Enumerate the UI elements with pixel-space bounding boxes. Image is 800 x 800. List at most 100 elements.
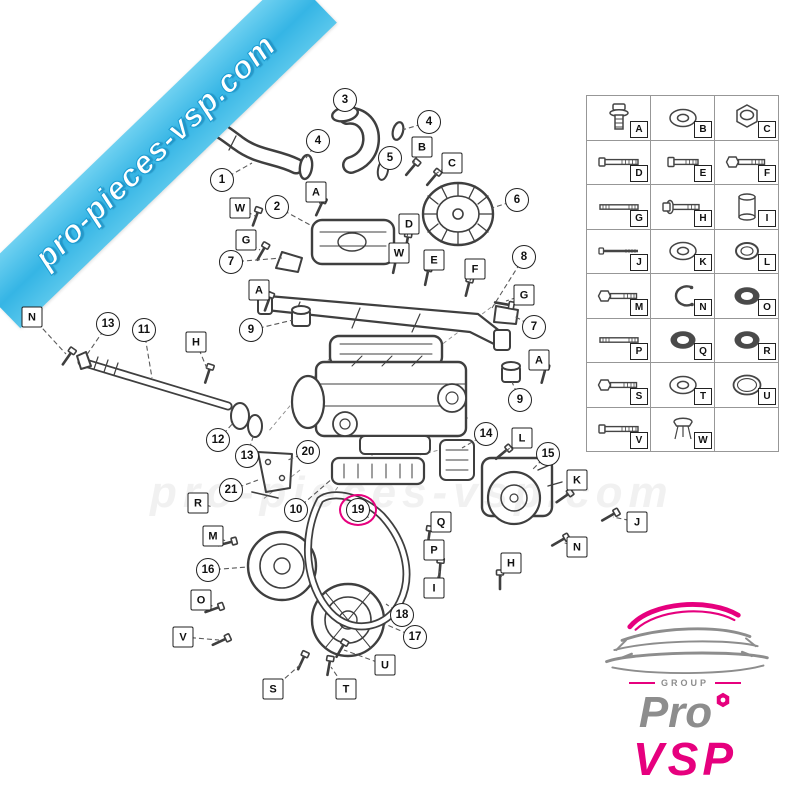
legend-label-T: T — [694, 387, 712, 405]
hardware-callout-J[interactable]: J — [626, 511, 648, 533]
group-line-left — [628, 682, 655, 685]
part-callout-20[interactable]: 20 — [296, 440, 320, 464]
nut-icon — [723, 102, 771, 134]
legend-label-G: G — [630, 209, 648, 227]
legend-cell-L: L — [715, 229, 779, 274]
hardware-callout-V[interactable]: V — [172, 626, 194, 648]
part-callout-7[interactable]: 7 — [522, 315, 546, 339]
part-callout-1[interactable]: 1 — [210, 168, 234, 192]
hardware-callout-H[interactable]: H — [500, 552, 522, 574]
legend-cell-D: D — [587, 140, 651, 185]
legend-cell-I: I — [715, 185, 779, 230]
hardware-callout-G[interactable]: G — [235, 229, 257, 251]
hardware-callout-N[interactable]: N — [566, 536, 588, 558]
car-sketch-icon — [605, 602, 769, 675]
legend-label-I: I — [758, 209, 776, 227]
part-callout-18[interactable]: 18 — [390, 603, 414, 627]
hardware-callout-C[interactable]: C — [441, 152, 463, 174]
legend-cell-B: B — [651, 96, 715, 141]
legend-cell-J: J — [587, 229, 651, 274]
part-callout-21[interactable]: 21 — [219, 478, 243, 502]
group-row: GROUP — [590, 678, 780, 688]
hardware-callout-W[interactable]: W — [229, 197, 251, 219]
part-callout-13[interactable]: 13 — [235, 444, 259, 468]
hardware-callout-E[interactable]: E — [423, 249, 445, 271]
legend-label-H: H — [694, 209, 712, 227]
hardware-callout-O[interactable]: O — [190, 589, 212, 611]
hardware-callout-B[interactable]: B — [411, 136, 433, 158]
hardware-callout-A[interactable]: A — [305, 181, 327, 203]
hardware-callout-S[interactable]: S — [262, 678, 284, 700]
part-callout-12[interactable]: 12 — [206, 428, 230, 452]
part-callout-19[interactable]: 19 — [339, 494, 377, 526]
legend-cell-T: T — [651, 363, 715, 408]
hex-bolt-icon — [595, 369, 643, 401]
legend-cell-H: H — [651, 185, 715, 230]
flange-bolt-icon — [659, 191, 707, 223]
legend-label-R: R — [758, 343, 776, 360]
legend-label-N: N — [694, 298, 712, 316]
legend-label-C: C — [758, 120, 776, 138]
part-callout-13[interactable]: 13 — [96, 312, 120, 336]
part-callout-3[interactable]: 3 — [333, 88, 357, 112]
hardware-callout-A[interactable]: A — [248, 279, 270, 301]
provsp-logo: GROUP Pro VSP — [590, 590, 780, 782]
part-callout-4[interactable]: 4 — [306, 129, 330, 153]
legend-label-U: U — [758, 387, 776, 405]
part-callout-11[interactable]: 11 — [132, 318, 156, 342]
hardware-callout-U[interactable]: U — [374, 654, 396, 676]
part-callout-4[interactable]: 4 — [417, 110, 441, 134]
hardware-callout-N[interactable]: N — [21, 306, 43, 328]
washer-icon — [659, 235, 707, 267]
part-callout-10[interactable]: 10 — [284, 498, 308, 522]
spacer-ring-icon — [723, 235, 771, 267]
part-callout-14[interactable]: 14 — [474, 422, 498, 446]
seal-icon — [723, 280, 771, 312]
legend-label-M: M — [630, 298, 648, 316]
legend-cell-G: G — [587, 185, 651, 230]
legend-cell-Q: Q — [651, 318, 715, 363]
long-bolt-icon — [595, 146, 643, 178]
part-callout-6[interactable]: 6 — [505, 188, 529, 212]
part-callout-16[interactable]: 16 — [196, 558, 220, 582]
hardware-callout-K[interactable]: K — [566, 469, 588, 491]
hardware-callout-G[interactable]: G — [513, 284, 535, 306]
stud-icon — [595, 324, 643, 356]
big-washer-icon — [723, 369, 771, 401]
legend-label-W: W — [694, 432, 712, 449]
hardware-callout-W[interactable]: W — [388, 242, 410, 264]
hex-bolt-icon — [595, 280, 643, 312]
hardware-callout-A[interactable]: A — [528, 349, 550, 371]
hardware-callout-F[interactable]: F — [464, 258, 486, 280]
hardware-callout-I[interactable]: I — [423, 577, 445, 599]
hex-nut-icon — [716, 693, 730, 708]
hardware-callout-P[interactable]: P — [423, 539, 445, 561]
legend-label-P: P — [630, 343, 648, 360]
legend-cell-K: K — [651, 229, 715, 274]
seal-icon — [659, 324, 707, 356]
part-callout-8[interactable]: 8 — [512, 245, 536, 269]
hardware-callout-T[interactable]: T — [335, 678, 357, 700]
seal-icon — [723, 324, 771, 356]
hardware-callout-Q[interactable]: Q — [430, 511, 452, 533]
part-callout-9[interactable]: 9 — [239, 318, 263, 342]
hardware-callout-L[interactable]: L — [511, 427, 533, 449]
part-callout-17[interactable]: 17 — [403, 625, 427, 649]
part-callout-5[interactable]: 5 — [378, 146, 402, 170]
hardware-callout-R[interactable]: R — [187, 492, 209, 514]
bolt-icon — [659, 146, 707, 178]
part-callout-7[interactable]: 7 — [219, 250, 243, 274]
washer-icon — [659, 102, 707, 134]
brand-vsp-text: VSP — [632, 733, 738, 786]
hardware-callout-D[interactable]: D — [398, 213, 420, 235]
expansion-clip-icon — [659, 413, 707, 445]
part-callout-2[interactable]: 2 — [265, 195, 289, 219]
thin-bolt-icon — [595, 235, 643, 267]
part-callout-15[interactable]: 15 — [536, 442, 560, 466]
part-callout-9[interactable]: 9 — [508, 388, 532, 412]
hardware-callout-M[interactable]: M — [202, 525, 224, 547]
hardware-callout-H[interactable]: H — [185, 331, 207, 353]
legend-cell-A: A — [587, 96, 651, 141]
